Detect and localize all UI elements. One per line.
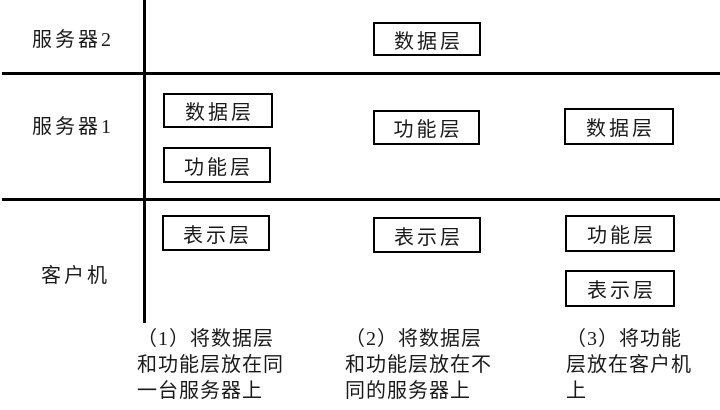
row-label-server2: 服务器2 [32, 29, 114, 51]
tier-box-option2-server2-data-layer: 数据层 [373, 22, 481, 56]
tier-box-option3-server1-data-layer: 数据层 [564, 108, 674, 145]
caption-option-3: （3）将功能 层放在客户机 上 [566, 326, 692, 404]
tier-box-option2-server1-function-layer: 功能层 [373, 110, 480, 145]
tier-box-option3-client-presentation-layer: 表示层 [565, 270, 675, 307]
server2-server1-divider-line [2, 72, 720, 75]
caption-line: 上 [566, 380, 587, 402]
caption-line: （3）将功能 [566, 328, 682, 350]
caption-line: 同的服务器上 [345, 380, 471, 402]
caption-line: 和功能层放在不 [345, 354, 492, 376]
caption-line: （2）将数据层 [345, 328, 482, 350]
tier-box-option2-client-presentation-layer: 表示层 [373, 217, 481, 253]
caption-line: 一台服务器上 [137, 380, 263, 402]
caption-line: （1）将数据层 [137, 328, 274, 350]
row-label-server1: 服务器1 [32, 116, 114, 138]
label-column-divider-line [143, 0, 146, 323]
tier-box-option1-client-presentation-layer: 表示层 [162, 215, 270, 251]
tier-box-option3-client-function-layer: 功能层 [565, 215, 675, 252]
server1-client-divider-line [2, 198, 720, 201]
caption-line: 和功能层放在同 [137, 354, 284, 376]
caption-option-1: （1）将数据层 和功能层放在同 一台服务器上 [137, 326, 284, 404]
row-label-client: 客户机 [41, 265, 110, 287]
tier-box-option1-server1-data-layer: 数据层 [163, 93, 273, 128]
caption-option-2: （2）将数据层 和功能层放在不 同的服务器上 [345, 326, 492, 404]
tier-box-option1-server1-function-layer: 功能层 [163, 147, 271, 183]
caption-line: 层放在客户机 [566, 354, 692, 376]
